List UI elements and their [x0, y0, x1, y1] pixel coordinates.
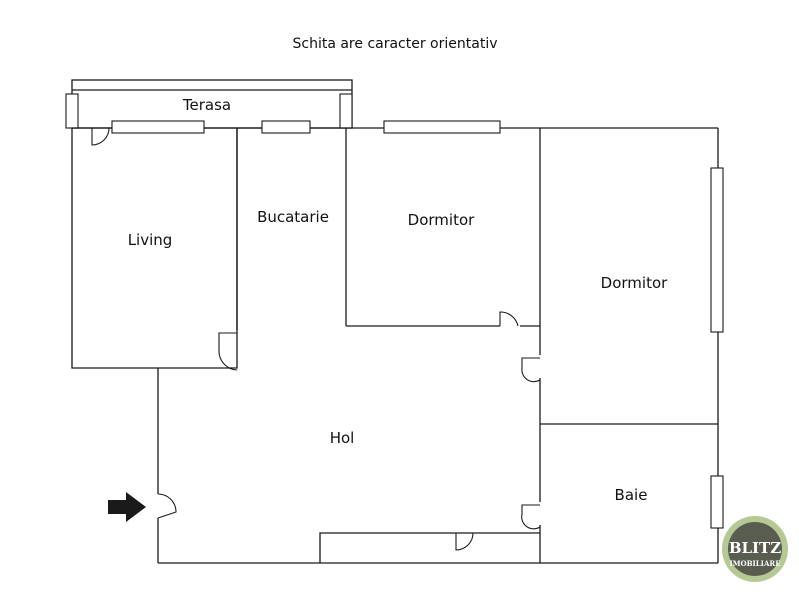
logo-name: BLITZ	[729, 539, 781, 557]
window-bedroom-1	[383, 120, 501, 134]
terrace-pillar-left	[65, 93, 79, 129]
terrace-pillar-right	[339, 93, 353, 129]
door-bedroom-1	[499, 311, 519, 327]
label-dormitor-2: Dormitor	[601, 274, 668, 292]
door-closet	[455, 532, 474, 551]
entrance-arrow-icon	[108, 492, 146, 522]
door-bath	[521, 504, 541, 530]
door-bedroom-2	[521, 357, 541, 383]
label-terasa: Terasa	[182, 96, 231, 114]
window-bath	[710, 475, 724, 529]
label-living: Living	[128, 231, 173, 249]
label-baie: Baie	[615, 486, 648, 504]
window-kitchen	[261, 120, 311, 134]
window-bedroom-2	[710, 167, 724, 333]
brand-logo: BLITZ IMOBILIARE	[722, 516, 788, 582]
label-hol: Hol	[330, 429, 355, 447]
door-entrance	[157, 493, 177, 519]
door-living	[218, 332, 238, 371]
label-dormitor-1: Dormitor	[408, 211, 475, 229]
label-bucatarie: Bucatarie	[257, 208, 329, 226]
plan-note: Schita are caracter orientativ	[292, 36, 497, 52]
logo-tagline: IMOBILIARE	[729, 559, 780, 568]
doors	[91, 127, 541, 551]
windows	[111, 120, 724, 529]
door-terrace	[91, 127, 110, 146]
window-living	[111, 120, 205, 134]
